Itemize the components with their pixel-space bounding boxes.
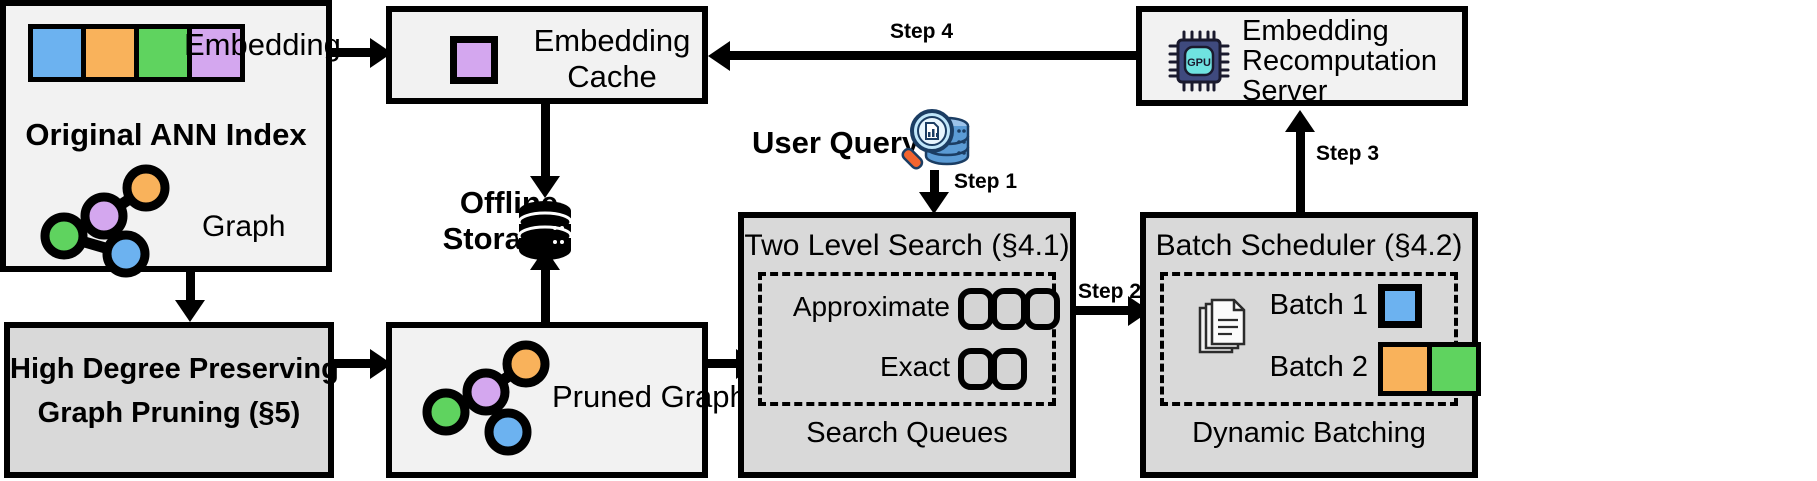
ann-index-title: Original ANN Index (25, 117, 307, 152)
arrow-step1-line (930, 170, 939, 206)
recompute-server-line1: Embedding (1242, 15, 1389, 47)
pruned-graph-label: Pruned Graph (552, 379, 747, 414)
arrow-step4-line (722, 51, 1140, 60)
arrow-cache-to-storage-line (541, 104, 550, 182)
arrow-step3-line (1296, 128, 1305, 214)
recompute-server-line3: Server (1242, 75, 1328, 107)
arrow-ann-to-pruning-head (175, 300, 205, 322)
user-query-label: User Query (752, 125, 920, 160)
arrow-step3-head (1285, 110, 1315, 132)
embedding-cache-title-line2: Cache (567, 59, 657, 94)
gpu-chip-icon: GPU (1168, 30, 1230, 92)
database-icon (517, 200, 573, 262)
arrow-pruning-to-pruned-line (334, 359, 378, 368)
exact-row-label: Exact (879, 351, 950, 382)
batch-2-swatches (1378, 342, 1481, 396)
embedding-cell-blue (33, 29, 86, 77)
step3-label: Step 3 (1316, 142, 1380, 165)
arrow-cache-to-storage-head (530, 176, 560, 198)
ann-index-graph-glyph (34, 164, 184, 278)
step4-label: Step 4 (890, 20, 954, 43)
arrow-step1-head (919, 192, 949, 214)
two-level-search-title: Two Level Search (§4.1) (744, 229, 1070, 262)
arrow-pruned-to-search-line (708, 359, 748, 368)
batch-2-swatch-orange (1383, 347, 1432, 391)
search-queues-group: Approximate Exact (758, 272, 1060, 406)
exact-slot-1 (958, 348, 994, 390)
original-ann-index-box: Embedding Original ANN Index Graph (0, 0, 341, 278)
arrow-pruned-to-storage-head (530, 248, 560, 270)
batch-scheduler-title: Batch Scheduler (§4.2) (1155, 229, 1463, 262)
search-queues-caption: Search Queues (806, 417, 1008, 449)
recompute-server-box: GPU Embedding Recomputation Server (1136, 6, 1468, 107)
recompute-server-line2: Recomputation (1242, 45, 1438, 77)
embedding-cache-swatch (450, 36, 498, 84)
arrow-step4-head (708, 41, 730, 71)
embedding-cell-green (139, 29, 192, 77)
step1-label: Step 1 (954, 170, 1018, 193)
embedding-strip (28, 24, 245, 82)
batch-2-label: Batch 2 (1269, 351, 1368, 383)
batch-1-label: Batch 1 (1269, 289, 1368, 321)
approximate-row-label: Approximate (792, 291, 950, 322)
embedding-cache-box: Embedding Cache (386, 6, 708, 104)
arrow-ann-to-cache-line (332, 48, 376, 57)
search-database-icon (901, 106, 974, 176)
step2-label: Step 2 (1078, 280, 1142, 303)
embedding-label: Embedding (184, 27, 341, 62)
exact-slot-2 (991, 348, 1027, 390)
pruned-graph-box: Pruned Graph (386, 322, 747, 478)
embedding-cell-purple (192, 29, 240, 77)
graph-pruning-line1: High Degree Preserving (10, 353, 339, 385)
arrow-pruned-to-storage-line (541, 262, 550, 324)
dynamic-batching-caption: Dynamic Batching (1192, 417, 1426, 449)
arrow-ann-to-pruning-line (186, 272, 195, 308)
arrow-step2-line (1076, 306, 1138, 315)
approximate-slot-1 (958, 288, 994, 330)
svg-text:GPU: GPU (1187, 57, 1211, 69)
graph-label: Graph (202, 210, 286, 243)
embedding-cell-orange (86, 29, 139, 77)
graph-pruning-box: High Degree Preserving Graph Pruning (§5… (4, 322, 339, 478)
documents-icon (1196, 298, 1248, 360)
batch-scheduler-box: Batch Scheduler (§4.2) Batch 1 Batc (1140, 212, 1481, 478)
pruned-graph-glyph (418, 340, 558, 456)
embedding-cache-title-line1: Embedding (533, 23, 691, 58)
approximate-slot-3 (1024, 288, 1060, 330)
graph-pruning-line2: Graph Pruning (§5) (37, 397, 301, 429)
batch-2-swatch-green (1432, 347, 1476, 391)
two-level-search-box: Two Level Search (§4.1) Approximate Exac… (738, 212, 1076, 478)
approximate-slot-2 (991, 288, 1027, 330)
dynamic-batching-group: Batch 1 Batch 2 (1160, 272, 1481, 406)
batch-1-swatch-blue (1378, 284, 1422, 328)
